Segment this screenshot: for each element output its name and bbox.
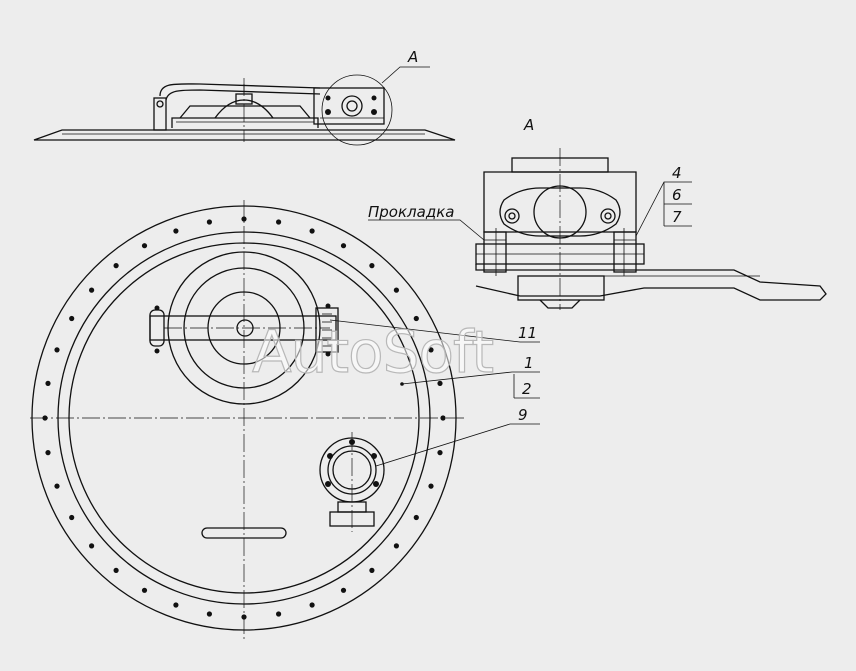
bolt-hole	[173, 228, 179, 234]
bolt-hole	[241, 216, 247, 222]
side-view	[33, 66, 456, 146]
bolt-hole	[340, 587, 347, 593]
bolt-hole	[69, 514, 75, 521]
part-9-label: 9	[518, 406, 528, 424]
bolt-hole	[45, 450, 51, 456]
bolt-hole	[437, 380, 443, 386]
bolt-hole	[340, 243, 347, 249]
view-a-title-label: A	[523, 116, 534, 134]
bolt-hole	[89, 543, 95, 549]
gasket-label: Прокладка	[368, 203, 454, 221]
bolt-hole	[309, 228, 315, 234]
part-6-label: 6	[672, 186, 682, 204]
bolt-hole	[428, 347, 434, 353]
watermark: AutoSoft	[252, 318, 493, 386]
leader-lines	[329, 181, 692, 467]
bolt-hole	[369, 567, 375, 574]
bolt-hole	[440, 415, 446, 421]
bolt-hole	[309, 602, 315, 608]
bolt-hole	[69, 315, 75, 322]
bolt-hole	[393, 543, 399, 549]
bolt-hole	[276, 219, 282, 225]
bolt-circle	[42, 216, 446, 620]
bolt-hole	[413, 315, 419, 322]
part-4-label: 4	[672, 164, 682, 182]
view-a-callout-label: A	[407, 48, 418, 66]
bolt-hole	[45, 380, 51, 386]
bolt-hole	[428, 483, 434, 489]
part-7-label: 7	[672, 208, 682, 226]
bolt-hole	[113, 263, 119, 269]
bolt-hole	[276, 611, 282, 617]
bolt-hole	[54, 483, 60, 489]
part-11-label: 11	[518, 324, 537, 342]
bolt-hole	[113, 567, 119, 574]
detail-view-a	[475, 148, 827, 310]
bolt-hole	[54, 347, 60, 353]
plan-view	[30, 200, 466, 640]
bolt-hole	[206, 611, 212, 617]
part-2-label: 2	[522, 380, 532, 398]
bolt-hole	[413, 514, 419, 521]
bolt-hole	[173, 602, 179, 608]
bolt-hole	[42, 415, 48, 421]
bolt-hole	[241, 614, 247, 620]
bolt-hole	[206, 219, 212, 225]
bolt-hole	[141, 243, 148, 249]
bolt-hole	[89, 287, 95, 293]
bolt-hole	[369, 263, 375, 269]
bolt-hole	[393, 287, 399, 293]
bolt-hole	[141, 587, 148, 593]
bolt-hole	[437, 450, 443, 456]
part-1-label: 1	[524, 354, 534, 372]
